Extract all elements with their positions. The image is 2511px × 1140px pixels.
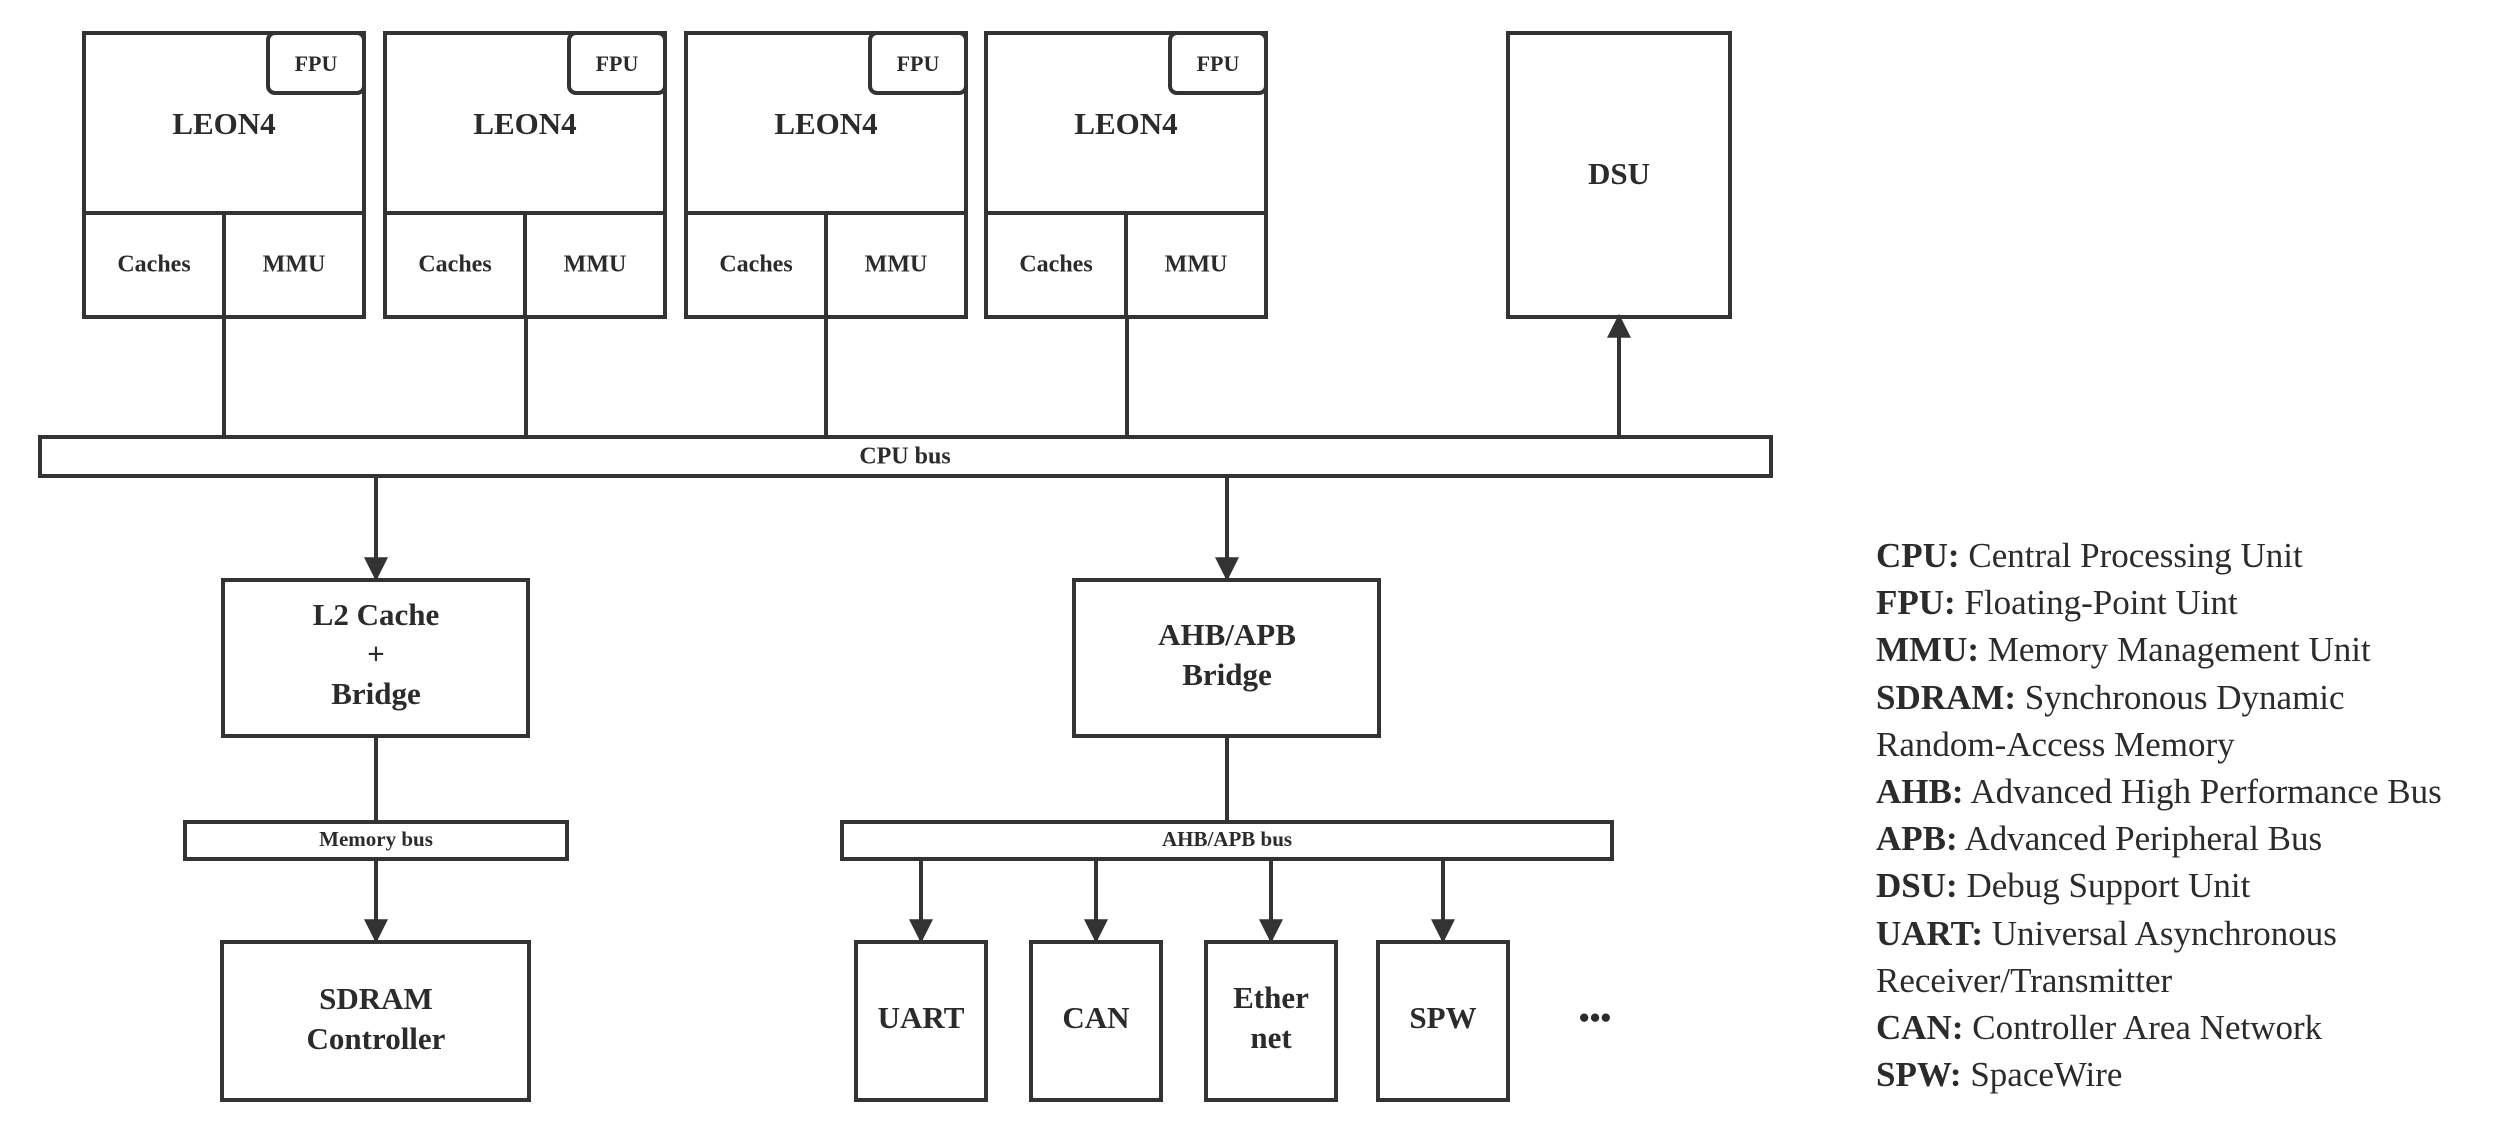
controller-label: Controller <box>307 1021 446 1056</box>
legend-abbreviation: CAN: <box>1876 1008 1964 1048</box>
mmu-label: MMU <box>263 252 326 278</box>
legend-definition: Central Processing Unit <box>1959 536 2303 575</box>
legend-definition: Synchronous Dynamic <box>2015 677 2345 717</box>
spw-label: SPW <box>1409 1000 1476 1035</box>
memory-bus: Memory bus <box>183 820 569 861</box>
mmu-label: MMU <box>1165 252 1228 278</box>
l2-cache-bridge: L2 Cache + Bridge <box>221 578 530 738</box>
legend-abbreviation: CPU: <box>1876 536 1960 575</box>
caches-label: Caches <box>719 252 792 278</box>
ahb-apb-bridge-label-1: AHB/APB <box>1158 617 1296 652</box>
legend-definition: Floating-Point Uint <box>1955 583 2238 623</box>
legend-entry: Random-Access Memory <box>1876 721 2496 768</box>
dsu-block: DSU <box>1506 31 1732 319</box>
ahb-apb-bus: AHB/APB bus <box>840 820 1614 861</box>
l2-bridge-label: Bridge <box>331 676 421 711</box>
legend-abbreviation: SDRAM: <box>1876 677 2016 717</box>
legend-entry: APB: Advanced Peripheral Bus <box>1876 815 2496 862</box>
legend-abbreviation: MMU: <box>1876 630 1980 670</box>
legend-definition: Advanced High Performance Bus <box>1963 772 2442 812</box>
l2-cache-label: L2 Cache <box>313 597 440 632</box>
caches-label: Caches <box>418 252 491 278</box>
cpu-bus-connections <box>222 313 1631 582</box>
legend-definition: Memory Management Unit <box>1979 630 2371 670</box>
ethernet-peripheral: Ether net <box>1204 859 1338 1102</box>
legend-entry: UART: Universal Asynchronous <box>1876 910 2496 957</box>
legend-entry: SDRAM: Synchronous Dynamic <box>1876 674 2496 721</box>
ahb-apb-bridge-label-2: Bridge <box>1182 657 1272 692</box>
legend-entry: CPU: Central Processing Unit <box>1876 532 2496 579</box>
caches-label: Caches <box>1019 252 1092 278</box>
legend-abbreviation: FPU: <box>1876 583 1956 623</box>
legend-definition: Debug Support Unit <box>1957 866 2251 906</box>
more-peripherals-ellipsis: ••• <box>1579 1000 1612 1035</box>
legend-definition: Universal Asynchronous <box>1983 913 2337 953</box>
legend-entry: Receiver/Transmitter <box>1876 957 2496 1004</box>
ethernet-label: Ether <box>1233 980 1309 1015</box>
mmu-label: MMU <box>564 252 627 278</box>
legend-entry: FPU: Floating-Point Uint <box>1876 579 2496 626</box>
ahb-apb-bus-label: AHB/APB bus <box>1162 827 1292 851</box>
legend-definition: Controller Area Network <box>1963 1008 2323 1048</box>
peripherals: UART CAN Ether net SPW <box>854 859 1510 1102</box>
legend-entry: DSU: Debug Support Unit <box>1876 862 2496 909</box>
legend-abbreviation: AHB: <box>1876 772 1964 812</box>
legend-definition: Advanced Peripheral Bus <box>1957 819 2323 859</box>
leon4-core-label: LEON4 <box>774 106 877 141</box>
legend-abbreviation: UART: <box>1876 913 1983 953</box>
legend-entry: AHB: Advanced High Performance Bus <box>1876 768 2496 815</box>
mmu-label: MMU <box>865 252 928 278</box>
can-peripheral: CAN <box>1029 859 1163 1102</box>
fpu-label: FPU <box>897 51 940 76</box>
leon4-core-label: LEON4 <box>473 106 576 141</box>
sdram-controller: SDRAM Controller <box>220 940 531 1102</box>
cpu-bus: CPU bus <box>38 435 1773 478</box>
uart-peripheral: UART <box>854 859 988 1102</box>
legend-abbreviation: DSU: <box>1876 866 1958 906</box>
leon4-core-label: LEON4 <box>172 106 275 141</box>
legend-abbreviation: SPW: <box>1876 1055 1962 1095</box>
legend-definition: SpaceWire <box>1961 1055 2123 1095</box>
legend-abbreviation: APB: <box>1876 819 1958 859</box>
leon4-core-label: LEON4 <box>1074 106 1177 141</box>
legend-entry: CAN: Controller Area Network <box>1876 1004 2496 1051</box>
legend-entry: SPW: SpaceWire <box>1876 1051 2496 1098</box>
uart-label: UART <box>878 1000 965 1035</box>
spw-peripheral: SPW <box>1376 859 1510 1102</box>
fpu-label: FPU <box>295 51 338 76</box>
fpu-label: FPU <box>596 51 639 76</box>
legend-definition: Random-Access Memory <box>1876 724 2235 764</box>
sdram-label: SDRAM <box>319 981 433 1016</box>
ahb-apb-bridge: AHB/APB Bridge <box>1072 578 1381 738</box>
cpu-bus-label: CPU bus <box>859 444 950 470</box>
legend-definition: Receiver/Transmitter <box>1876 960 2173 1000</box>
dsu-label: DSU <box>1588 156 1650 191</box>
legend-entry: MMU: Memory Management Unit <box>1876 626 2496 673</box>
can-label: CAN <box>1062 1000 1129 1035</box>
fpu-label: FPU <box>1197 51 1240 76</box>
l2-plus-label: + <box>367 636 385 671</box>
memory-bus-label: Memory bus <box>319 827 433 851</box>
caches-label: Caches <box>117 252 190 278</box>
ethernet-label: net <box>1250 1020 1292 1055</box>
